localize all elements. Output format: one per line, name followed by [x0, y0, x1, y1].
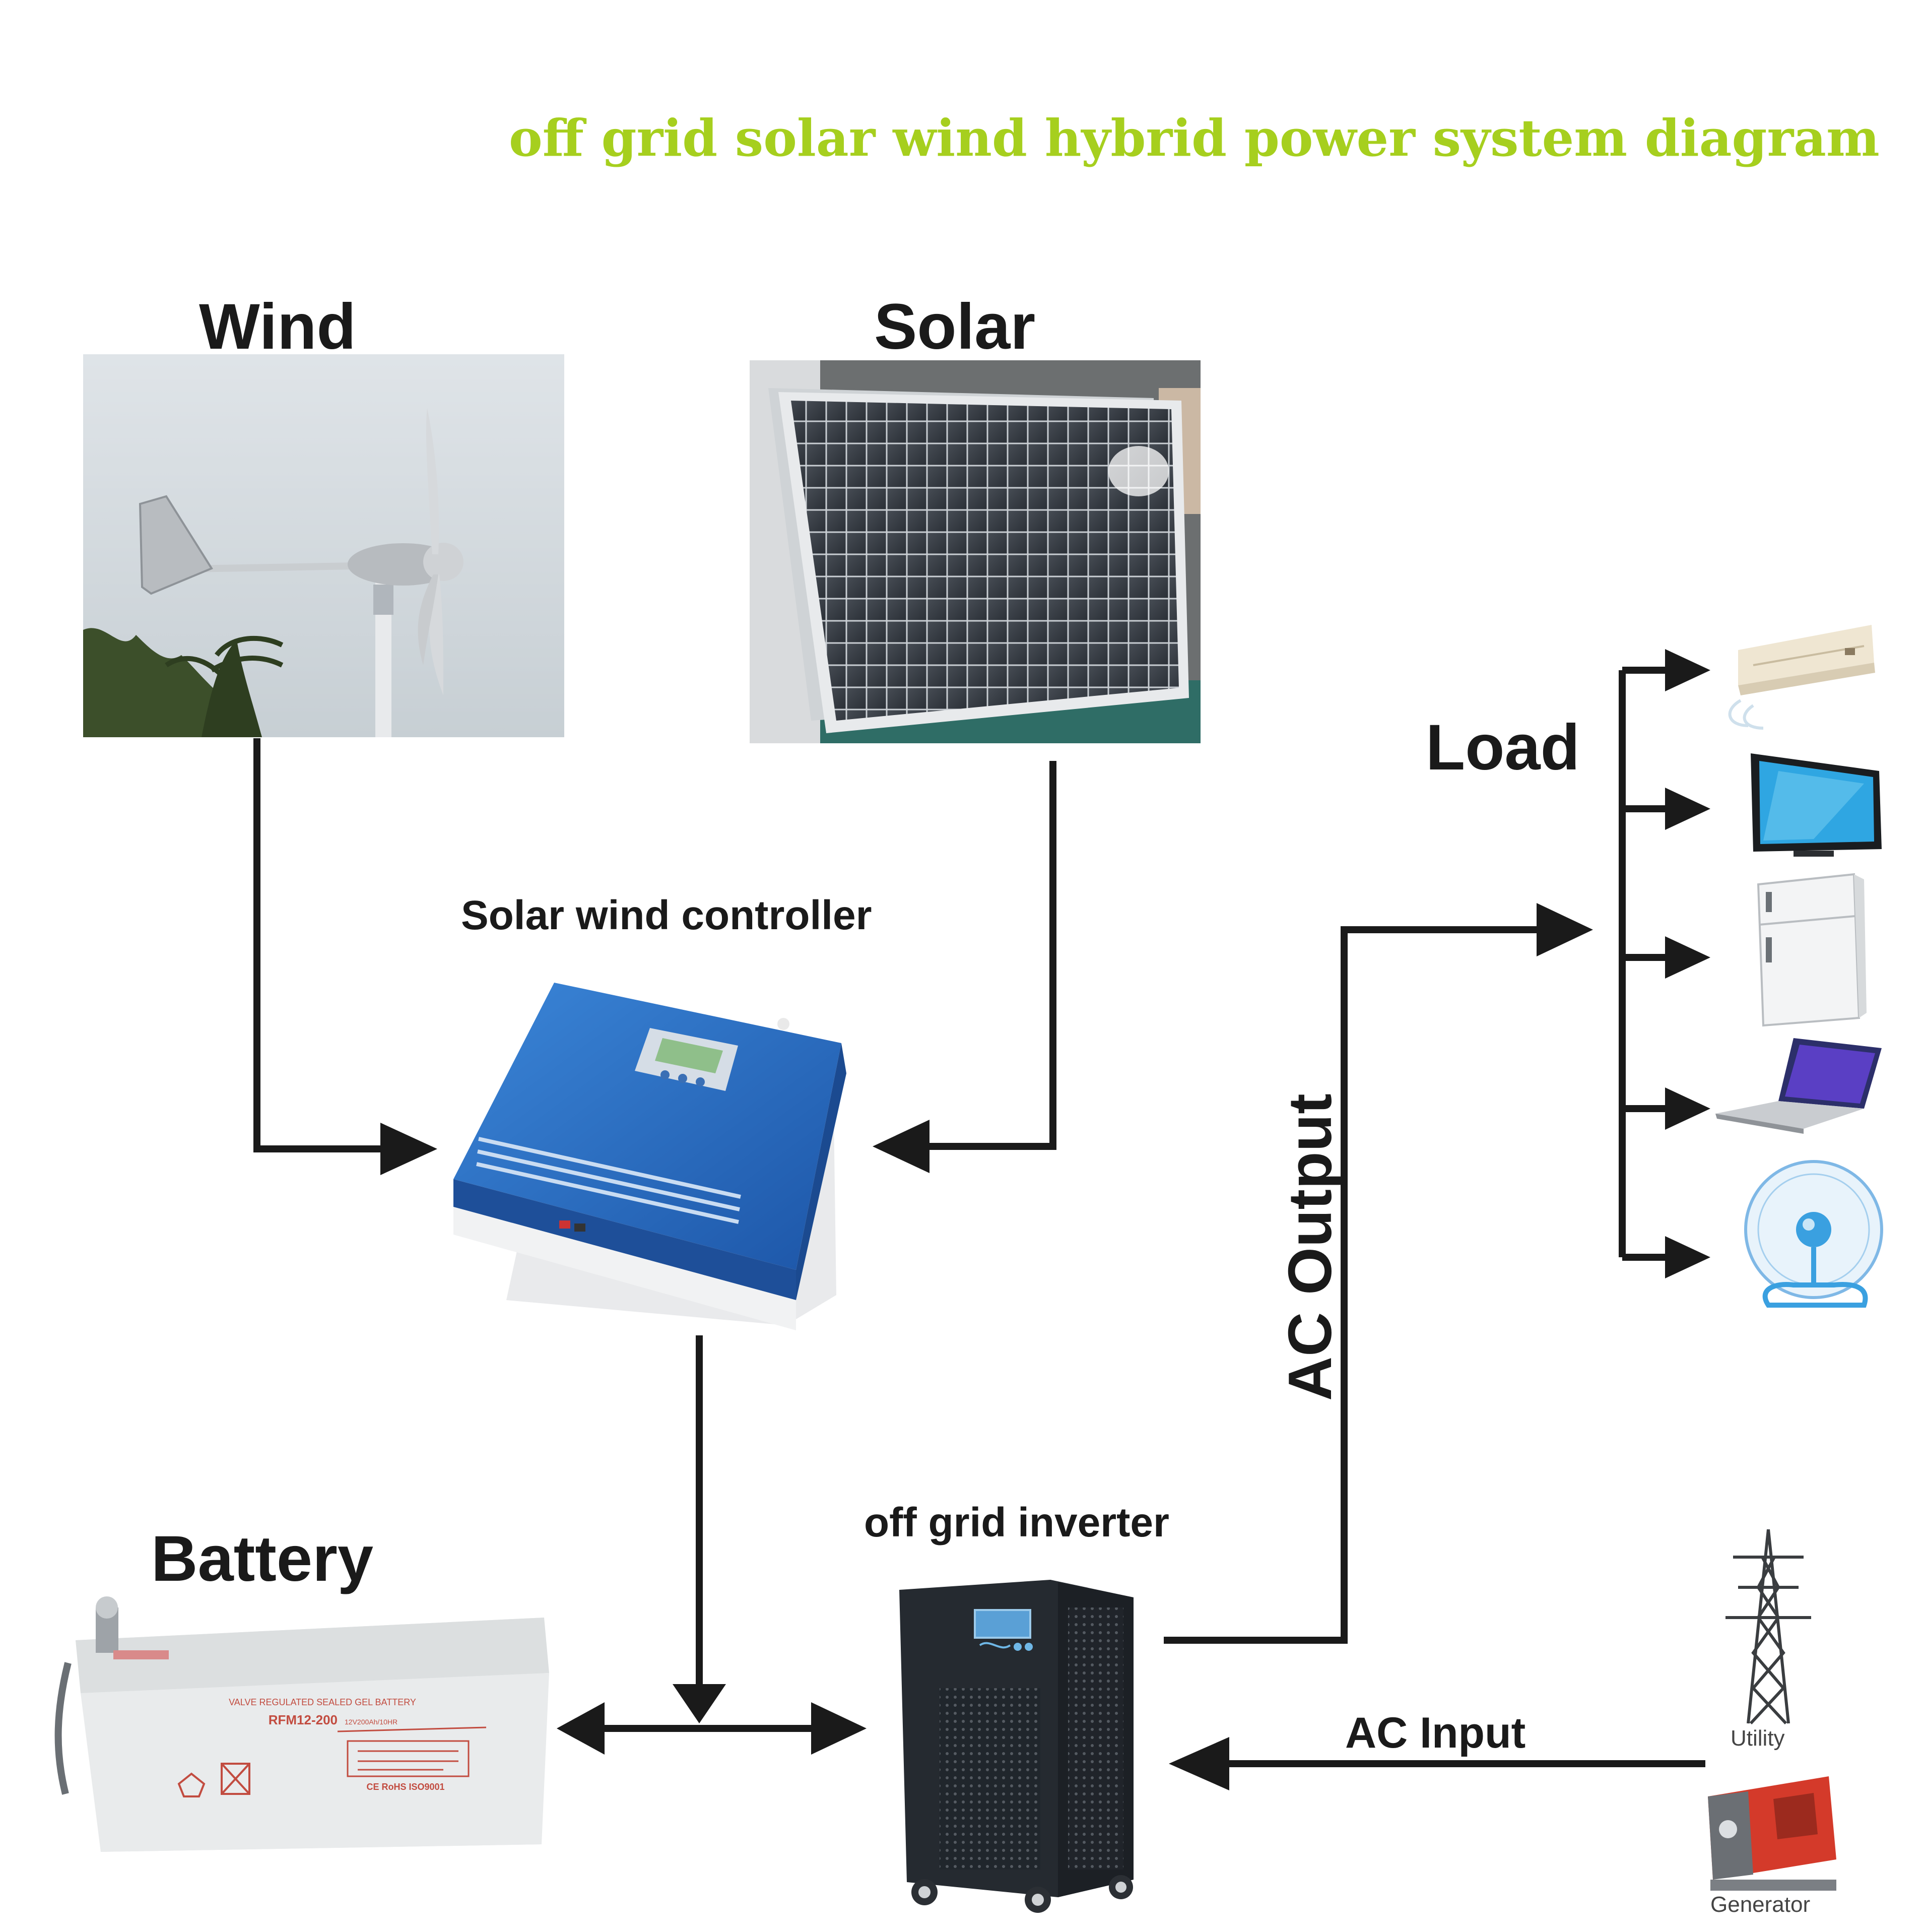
fan-icon: [1744, 1160, 1883, 1308]
arrowhead-load-1: [1665, 649, 1710, 691]
air-conditioner-icon: [1728, 625, 1875, 730]
label-wind: Wind: [199, 291, 356, 363]
battery-model-text: RFM12-200: [269, 1712, 338, 1727]
generator-icon: [1708, 1776, 1836, 1891]
label-battery: Battery: [151, 1523, 374, 1595]
arrowhead-ac-output: [1537, 903, 1593, 956]
label-generator: Generator: [1710, 1892, 1811, 1917]
label-load: Load: [1426, 712, 1580, 784]
laptop-icon: [1715, 1038, 1882, 1134]
arrowhead-load-5: [1665, 1236, 1710, 1278]
arrowhead-load-2: [1665, 788, 1710, 830]
connectors: [253, 667, 1705, 1767]
edge-ac-output: [1164, 926, 1552, 1644]
controller-icon: [453, 983, 846, 1330]
arrowhead-solar: [873, 1120, 930, 1173]
solar-panel-icon: [750, 360, 1201, 743]
edge-solar-to-controller: [927, 761, 1056, 1150]
label-utility: Utility: [1731, 1726, 1785, 1751]
arrowheads: [380, 649, 1710, 1790]
wind-turbine-icon: [83, 354, 564, 737]
label-inverter: off grid inverter: [864, 1500, 1169, 1545]
battery-header-text: VALVE REGULATED SEALED GEL BATTERY: [229, 1697, 416, 1707]
inverter-icon: [899, 1580, 1134, 1913]
arrowhead-load-3: [1665, 936, 1710, 979]
refrigerator-icon: [1757, 873, 1867, 1027]
label-solar: Solar: [874, 291, 1036, 363]
label-controller: Solar wind controller: [461, 892, 872, 938]
arrowhead-wind: [380, 1123, 437, 1175]
edge-wind-to-controller: [253, 738, 383, 1152]
utility-tower-icon: [1725, 1529, 1811, 1725]
tv-icon: [1751, 753, 1882, 857]
arrowhead-to-inverter: [811, 1702, 867, 1755]
arrowhead-load-4: [1665, 1087, 1710, 1130]
battery-icon: VALVE REGULATED SEALED GEL BATTERY RFM12…: [54, 1596, 549, 1852]
battery-rating-text: 12V200Ah/10HR: [345, 1718, 397, 1726]
battery-marks-text: CE RoHS ISO9001: [366, 1782, 444, 1792]
arrowhead-to-battery: [557, 1702, 605, 1755]
page-title: off grid solar wind hybrid power system …: [509, 108, 1880, 168]
label-ac-input: AC Input: [1345, 1709, 1526, 1757]
arrowhead-controller-down: [673, 1684, 726, 1723]
arrowhead-ac-input: [1169, 1737, 1229, 1790]
